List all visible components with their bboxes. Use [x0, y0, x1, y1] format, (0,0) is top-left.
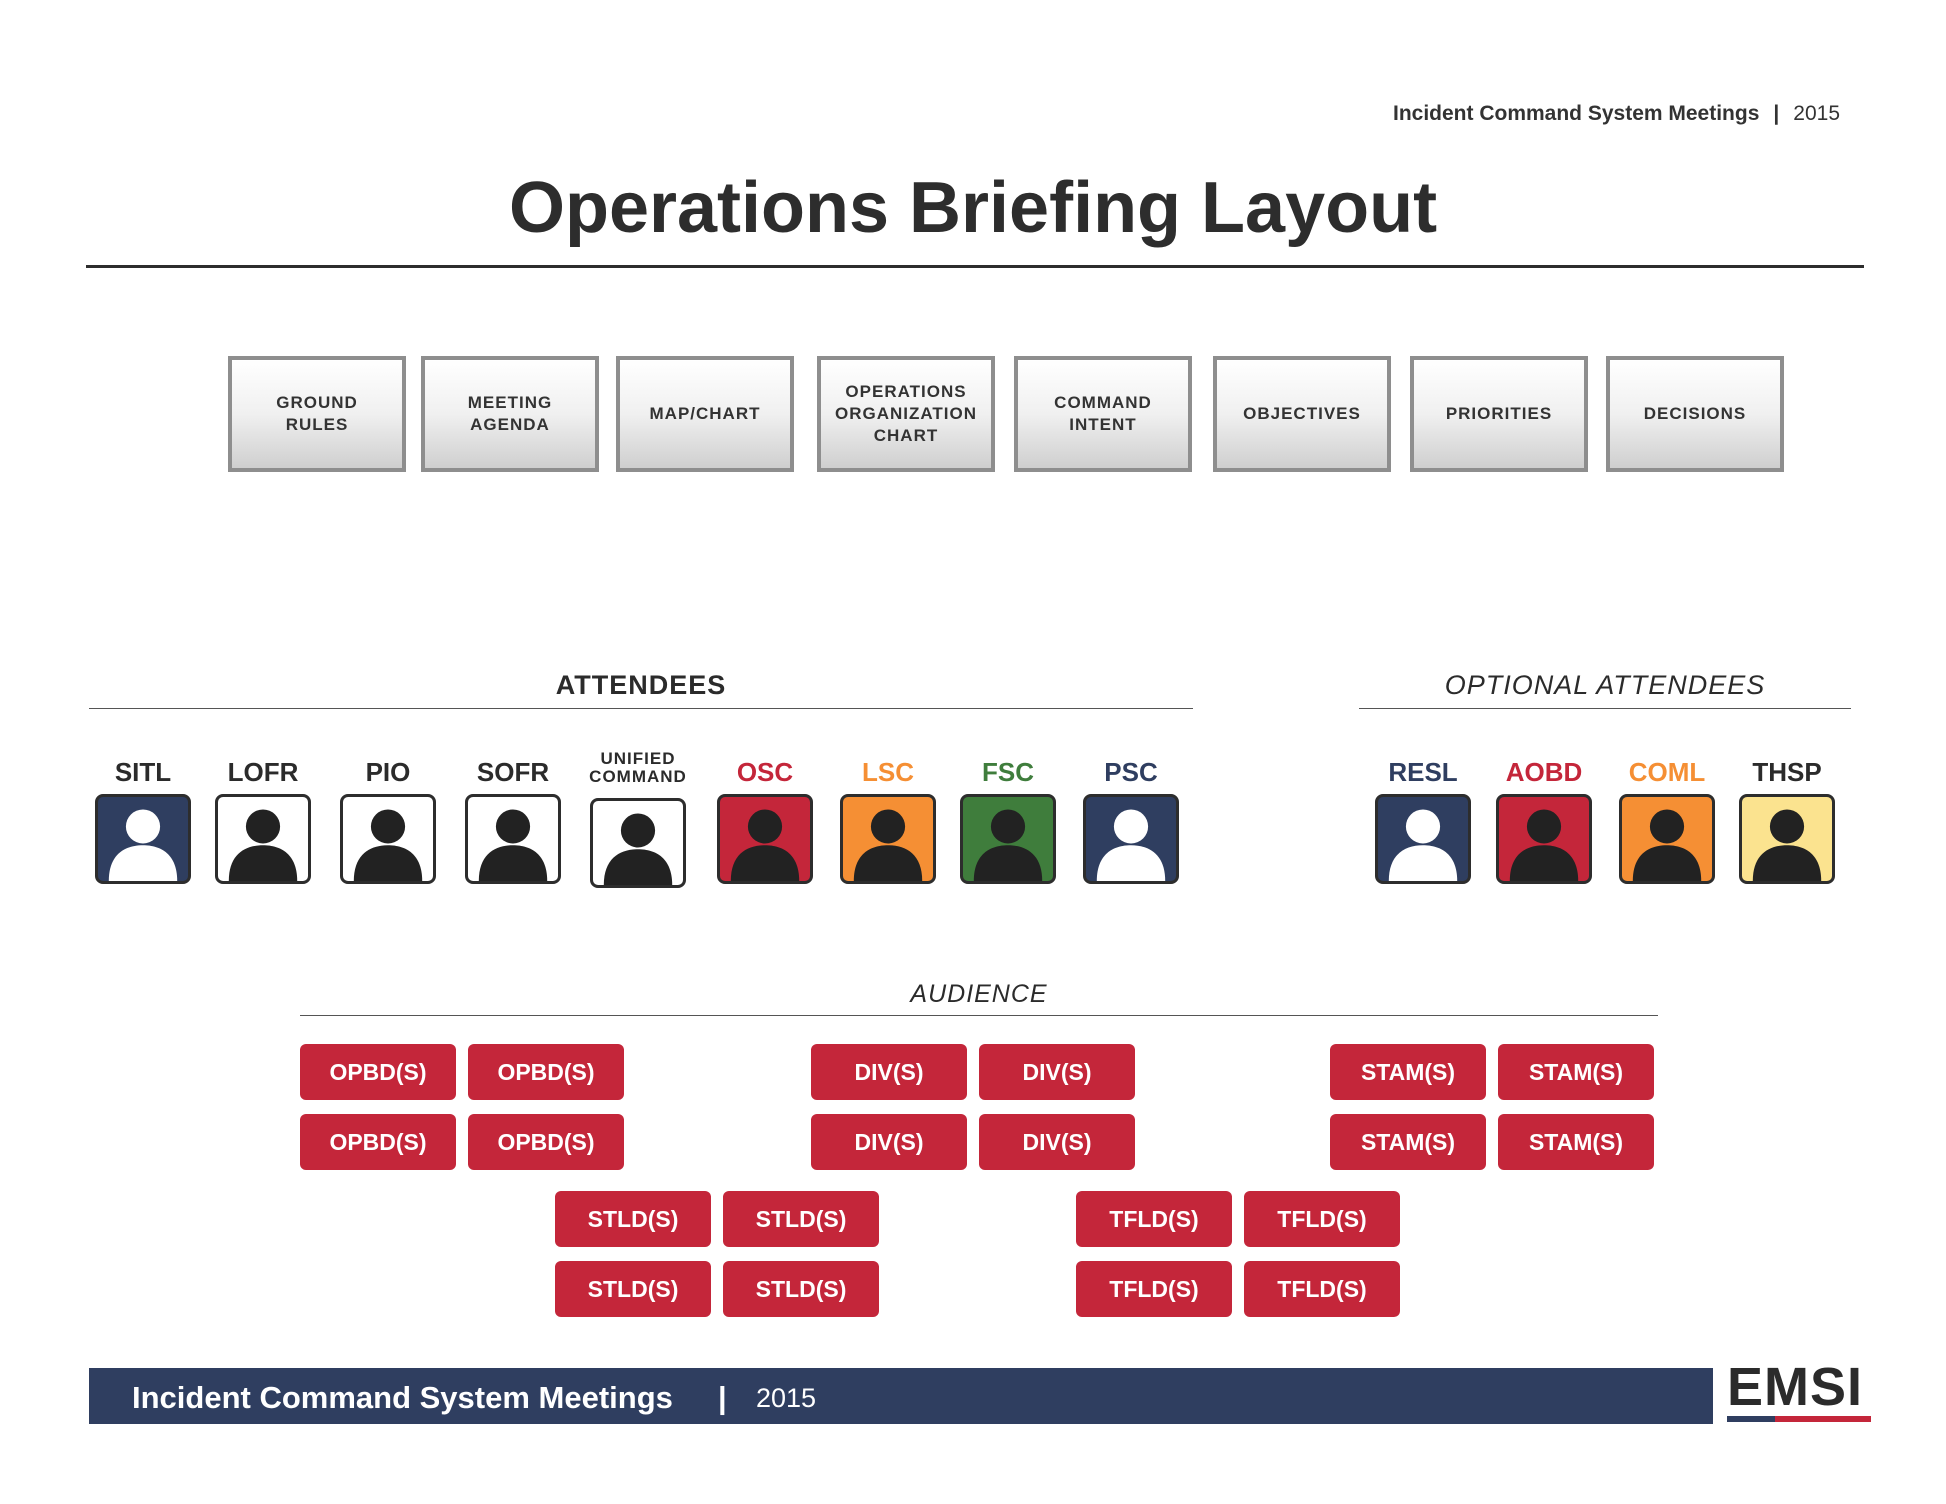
emsi-logo-text: EMSI: [1727, 1357, 1864, 1417]
attendee-coml: COML: [1612, 738, 1722, 884]
agenda-box-ground-rules[interactable]: GROUND RULES: [228, 356, 406, 472]
attendee-sitl: SITL: [88, 738, 198, 884]
optional-attendees-heading: OPTIONAL ATTENDEES: [1444, 670, 1766, 700]
audience-opbd-s-box[interactable]: OPBD(S): [468, 1044, 624, 1100]
page-title: Operations Briefing Layout: [508, 168, 1438, 248]
audience-stam-s-box[interactable]: STAM(S): [1330, 1044, 1486, 1100]
logo-bar-red: [1775, 1416, 1871, 1422]
attendee-label: SITL: [114, 756, 172, 787]
title-divider: [86, 265, 1864, 268]
person-icon: [840, 794, 936, 884]
footer-separator: |: [718, 1380, 727, 1415]
footer-bar: [89, 1368, 1713, 1424]
attendee-psc: PSC: [1076, 738, 1186, 884]
attendee-unified-command: UNIFIED COMMAND: [583, 738, 693, 888]
audience-tfld-s-box[interactable]: TFLD(S): [1244, 1191, 1400, 1247]
emsi-logo: EMSI: [1727, 1360, 1871, 1426]
person-icon: [717, 794, 813, 884]
audience-stld-s-box[interactable]: STLD(S): [555, 1261, 711, 1317]
agenda-box-decisions[interactable]: DECISIONS: [1606, 356, 1784, 472]
audience-div-s-box[interactable]: DIV(S): [811, 1044, 967, 1100]
audience-divider: [300, 1015, 1658, 1016]
attendee-label: SOFR: [476, 756, 550, 787]
attendee-label: COML: [1628, 756, 1706, 787]
attendee-label: LSC: [862, 756, 914, 787]
audience-opbd-s-box[interactable]: OPBD(S): [468, 1114, 624, 1170]
optional-attendees-divider: [1359, 708, 1851, 709]
attendee-thsp: THSP: [1732, 738, 1842, 884]
logo-bar-navy: [1727, 1416, 1775, 1422]
top-header: Incident Command System Meetings | 2015: [1300, 102, 1840, 126]
attendee-osc: OSC: [710, 738, 820, 884]
audience-tfld-s-box[interactable]: TFLD(S): [1076, 1191, 1232, 1247]
person-icon: [1739, 794, 1835, 884]
agenda-box-command-intent[interactable]: COMMAND INTENT: [1014, 356, 1192, 472]
attendee-aobd: AOBD: [1489, 738, 1599, 884]
person-icon: [215, 794, 311, 884]
audience-tfld-s-box[interactable]: TFLD(S): [1244, 1261, 1400, 1317]
attendee-sofr: SOFR: [458, 738, 568, 884]
attendee-label: THSP: [1752, 756, 1822, 787]
header-year: 2015: [1793, 102, 1840, 125]
audience-stam-s-box[interactable]: STAM(S): [1330, 1114, 1486, 1170]
person-icon: [1083, 794, 1179, 884]
attendee-fsc: FSC: [953, 738, 1063, 884]
audience-stld-s-box[interactable]: STLD(S): [555, 1191, 711, 1247]
agenda-box-map-chart[interactable]: MAP/CHART: [616, 356, 794, 472]
attendee-label: LOFR: [227, 756, 299, 787]
attendee-pio: PIO: [333, 738, 443, 884]
person-icon: [465, 794, 561, 884]
agenda-box-priorities[interactable]: PRIORITIES: [1410, 356, 1588, 472]
attendee-label: PSC: [1104, 756, 1158, 787]
footer-title: Incident Command System Meetings: [132, 1380, 673, 1415]
agenda-box-meeting-agenda[interactable]: MEETING AGENDA: [421, 356, 599, 472]
attendee-label: AOBD: [1505, 756, 1583, 787]
audience-opbd-s-box[interactable]: OPBD(S): [300, 1044, 456, 1100]
audience-heading: AUDIENCE: [910, 980, 1048, 1008]
person-icon: [1619, 794, 1715, 884]
person-icon: [1496, 794, 1592, 884]
person-icon: [960, 794, 1056, 884]
audience-div-s-box[interactable]: DIV(S): [979, 1114, 1135, 1170]
attendee-lofr: LOFR: [208, 738, 318, 884]
attendee-lsc: LSC: [833, 738, 943, 884]
audience-stam-s-box[interactable]: STAM(S): [1498, 1114, 1654, 1170]
audience-tfld-s-box[interactable]: TFLD(S): [1076, 1261, 1232, 1317]
person-icon: [1375, 794, 1471, 884]
audience-div-s-box[interactable]: DIV(S): [979, 1044, 1135, 1100]
audience-opbd-s-box[interactable]: OPBD(S): [300, 1114, 456, 1170]
attendee-resl: RESL: [1368, 738, 1478, 884]
footer-year: 2015: [756, 1383, 817, 1413]
attendee-label: RESL: [1388, 756, 1458, 787]
attendee-label: OSC: [736, 756, 794, 787]
attendee-label: FSC: [982, 756, 1034, 787]
person-icon: [340, 794, 436, 884]
agenda-box-operations-organization-chart[interactable]: OPERATIONS ORGANIZATION CHART: [817, 356, 995, 472]
header-title: Incident Command System Meetings: [1392, 102, 1760, 125]
audience-stam-s-box[interactable]: STAM(S): [1498, 1044, 1654, 1100]
audience-stld-s-box[interactable]: STLD(S): [723, 1261, 879, 1317]
attendee-label: UNIFIED COMMAND: [589, 749, 687, 787]
person-icon: [590, 798, 686, 888]
audience-stld-s-box[interactable]: STLD(S): [723, 1191, 879, 1247]
audience-div-s-box[interactable]: DIV(S): [811, 1114, 967, 1170]
agenda-box-objectives[interactable]: OBJECTIVES: [1213, 356, 1391, 472]
attendees-heading: ATTENDEES: [555, 670, 727, 700]
attendees-divider: [89, 708, 1193, 709]
attendee-label: PIO: [365, 756, 411, 787]
person-icon: [95, 794, 191, 884]
header-separator: |: [1773, 102, 1780, 125]
